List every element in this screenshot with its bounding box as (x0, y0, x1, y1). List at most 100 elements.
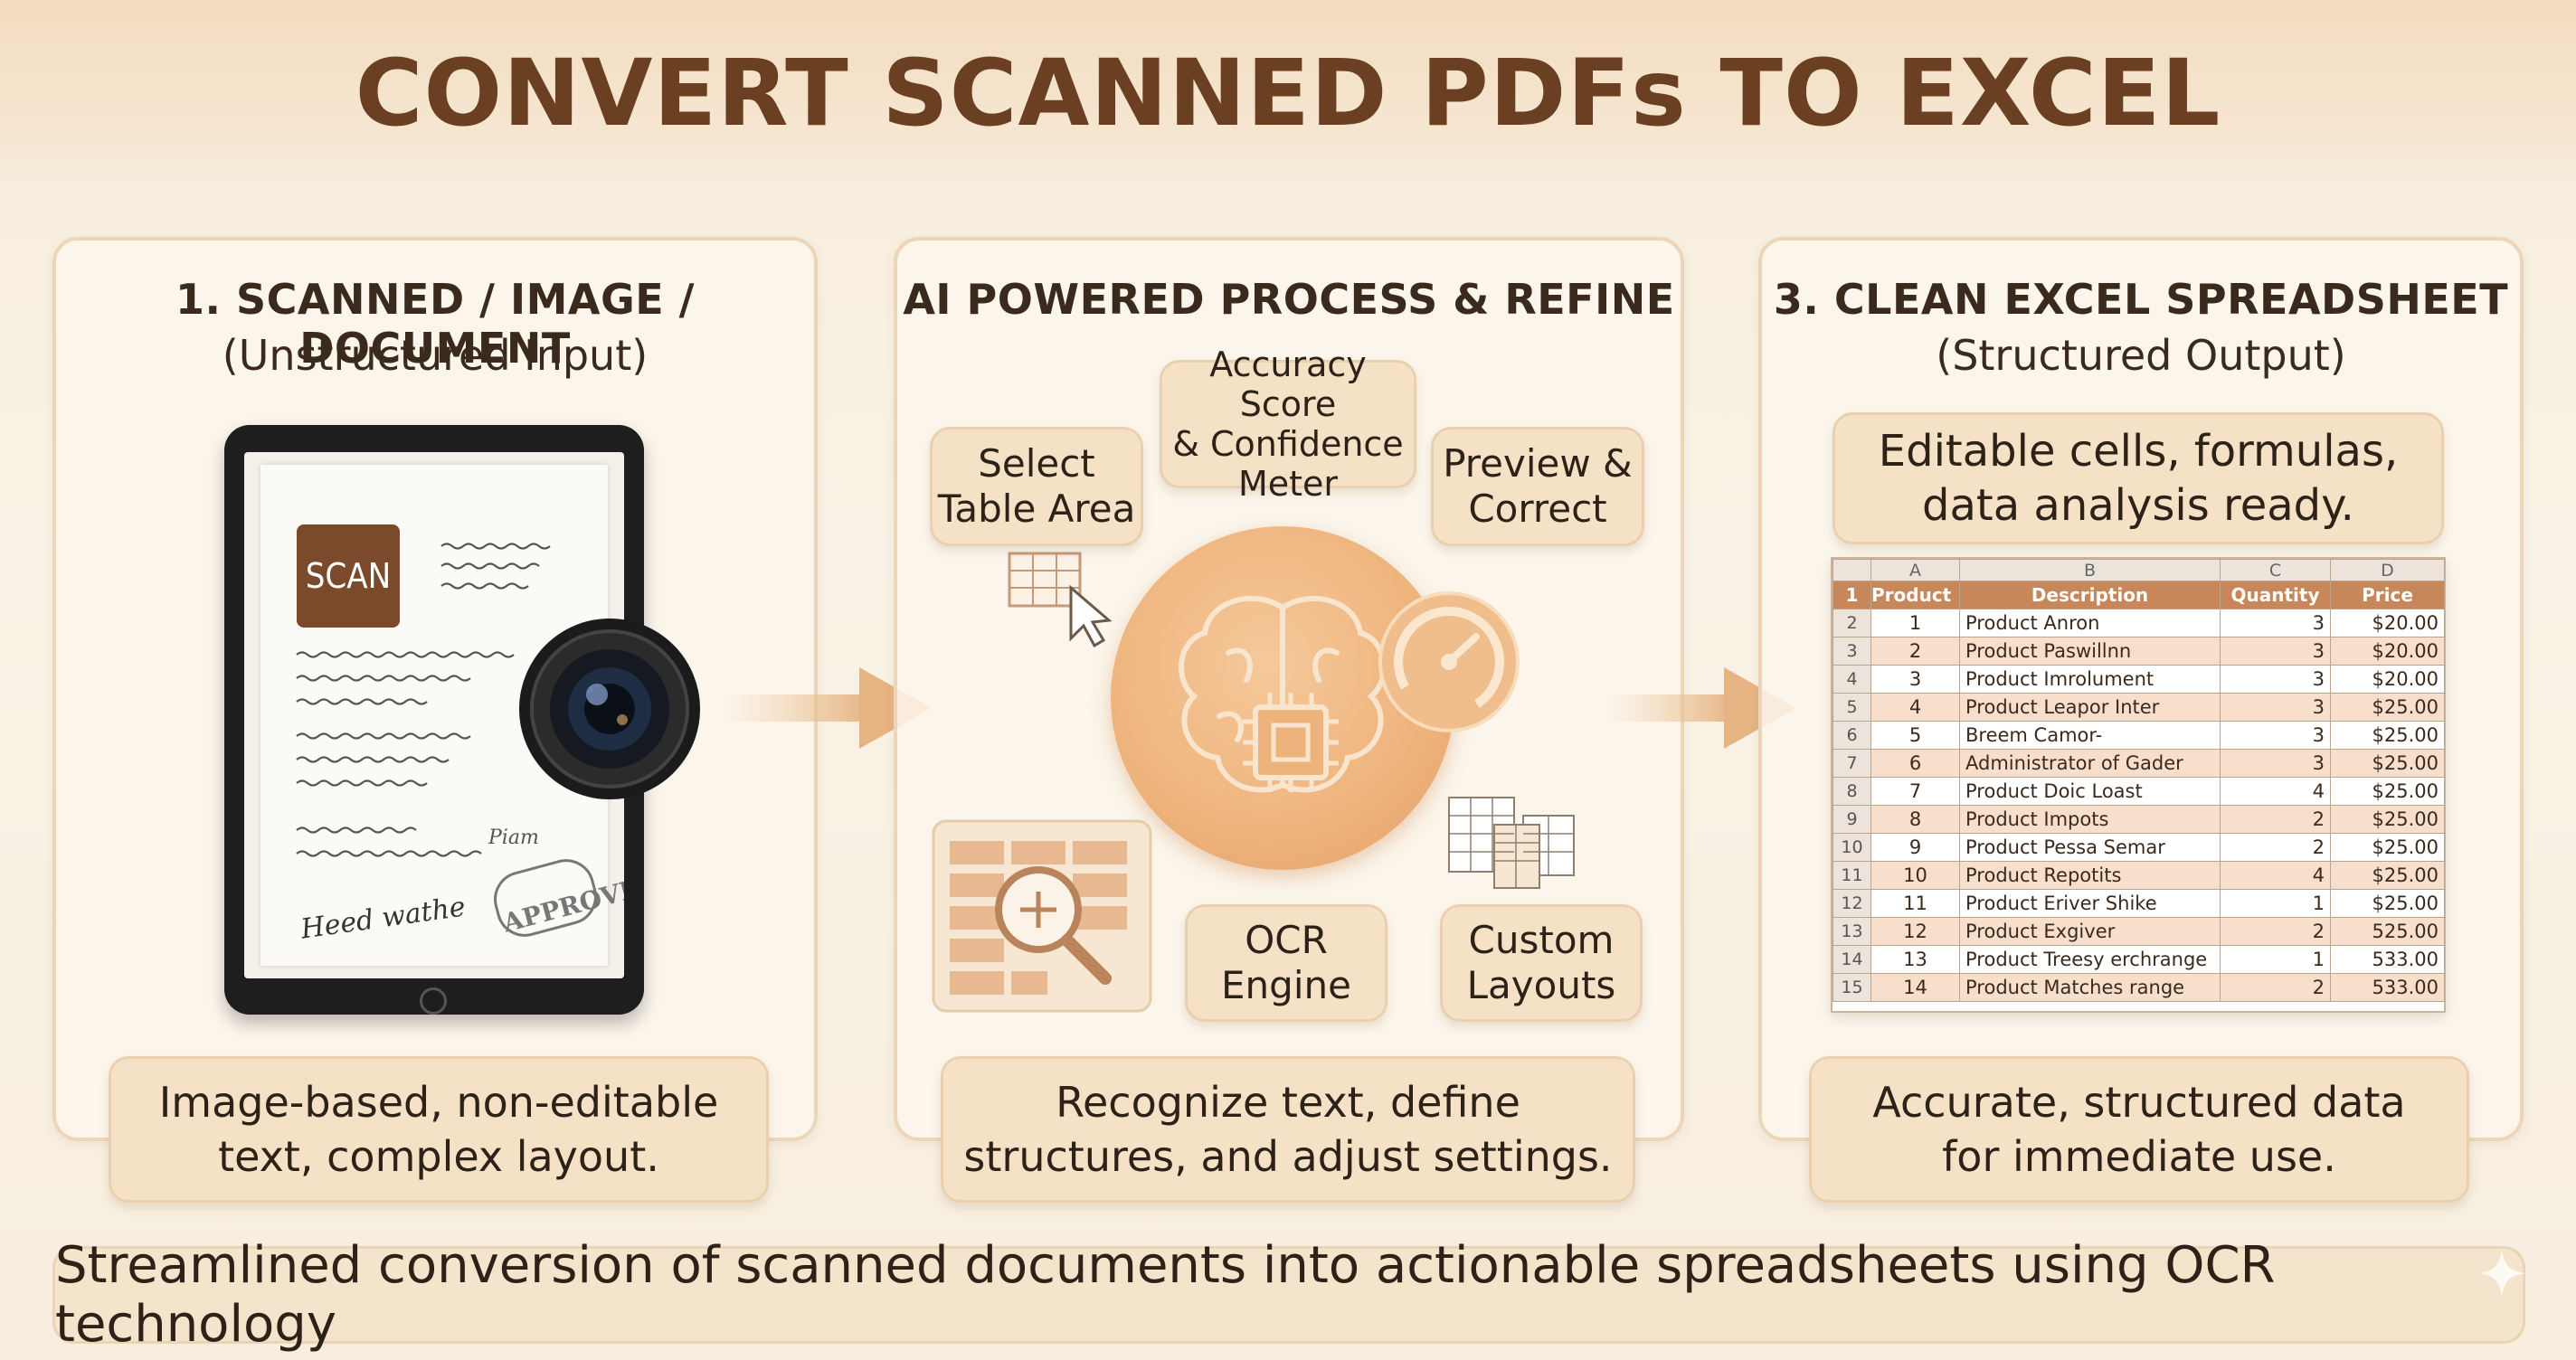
cell-product-id[interactable]: 8 (1870, 805, 1960, 834)
cell-description[interactable]: Product Exgiver (1959, 917, 2221, 946)
camera-lens-icon (519, 619, 700, 799)
cell-price[interactable]: $25.00 (2330, 721, 2445, 750)
cell-price[interactable]: $25.00 (2330, 861, 2445, 890)
cell-quantity[interactable]: 1 (2220, 945, 2331, 974)
cell-quantity[interactable]: 1 (2220, 889, 2331, 918)
column-header: Description (1959, 581, 2221, 609)
row-number: 8 (1833, 777, 1871, 806)
cell-product-id[interactable]: 7 (1870, 777, 1960, 806)
cell-quantity[interactable]: 2 (2220, 805, 2331, 834)
column-header: Product ID (1870, 581, 1960, 609)
cell-quantity[interactable]: 2 (2220, 973, 2331, 1002)
cell-description[interactable]: Breem Camor- (1959, 721, 2221, 750)
cell-description[interactable]: Administrator of Gader (1959, 749, 2221, 778)
footer-text: Streamlined conversion of scanned docume… (55, 1236, 2276, 1354)
column-letter: D (2330, 559, 2445, 581)
cell-description[interactable]: Product Treesy erchrange (1959, 945, 2221, 974)
row-number: 6 (1833, 721, 1871, 750)
cell-description[interactable]: Product Repotits (1959, 861, 2221, 890)
cell-product-id[interactable]: 1 (1870, 609, 1960, 638)
cell-quantity[interactable]: 3 (2220, 637, 2331, 666)
table-magnifier-icon (932, 819, 1152, 1013)
cell-description[interactable]: Product Anron (1959, 609, 2221, 638)
cell-quantity[interactable]: 3 (2220, 721, 2331, 750)
cell-price[interactable]: $20.00 (2330, 609, 2445, 638)
cell-price[interactable]: $20.00 (2330, 665, 2445, 694)
cell-price[interactable]: 533.00 (2330, 945, 2445, 974)
cell-quantity[interactable]: 3 (2220, 609, 2331, 638)
cell-product-id[interactable]: 11 (1870, 889, 1960, 918)
cell-description[interactable]: Product Pessa Semar (1959, 833, 2221, 862)
ocr-engine-bubble: OCR Engine (1185, 904, 1387, 1022)
cell-description[interactable]: Product Impots (1959, 805, 2221, 834)
cell-description[interactable]: Product Matches range (1959, 973, 2221, 1002)
column-letter: B (1959, 559, 2221, 581)
cell-product-id[interactable]: 5 (1870, 721, 1960, 750)
scan-label: SCAN (305, 556, 392, 596)
cell-quantity[interactable]: 2 (2220, 917, 2331, 946)
cell-product-id[interactable]: 9 (1870, 833, 1960, 862)
cell-description[interactable]: Product Eriver Shike (1959, 889, 2221, 918)
cell-description[interactable]: Product Leapor Inter (1959, 693, 2221, 722)
row-number: 9 (1833, 805, 1871, 834)
cell-product-id[interactable]: 3 (1870, 665, 1960, 694)
panel-process-title: AI POWERED PROCESS & REFINE (903, 275, 1675, 324)
row-number: 7 (1833, 749, 1871, 778)
sparkle-icon (2478, 1250, 2525, 1297)
cell-quantity[interactable]: 3 (2220, 693, 2331, 722)
cell-quantity[interactable]: 2 (2220, 833, 2331, 862)
title-band (0, 0, 2576, 194)
cell-description[interactable]: Product Paswillnn (1959, 637, 2221, 666)
row-number: 10 (1833, 833, 1871, 862)
row-number: 14 (1833, 945, 1871, 974)
squiggle-text-lines (296, 543, 597, 937)
cell-product-id[interactable]: 14 (1870, 973, 1960, 1002)
column-letter: A (1870, 559, 1960, 581)
cell-product-id[interactable]: 4 (1870, 693, 1960, 722)
column-letter-row: A B C D (1833, 559, 2445, 581)
cell-price[interactable]: 533.00 (2330, 973, 2445, 1002)
brain-chip-icon (1179, 595, 1387, 793)
cell-product-id[interactable]: 2 (1870, 637, 1960, 666)
cell-price[interactable]: $25.00 (2330, 889, 2445, 918)
cell-price[interactable]: $25.00 (2330, 777, 2445, 806)
column-header: Price (2330, 581, 2445, 609)
row-number: 4 (1833, 665, 1871, 694)
cell-quantity[interactable]: 4 (2220, 777, 2331, 806)
cell-price[interactable]: $20.00 (2330, 637, 2445, 666)
cell-price[interactable]: $25.00 (2330, 693, 2445, 722)
column-letter: C (2220, 559, 2331, 581)
cell-price[interactable]: $25.00 (2330, 749, 2445, 778)
cell-quantity[interactable]: 4 (2220, 861, 2331, 890)
cell-description[interactable]: Product Doic Loast (1959, 777, 2221, 806)
cell-product-id[interactable]: 13 (1870, 945, 1960, 974)
output-banner: Editable cells, formulas, data analysis … (1833, 412, 2444, 544)
cell-price[interactable]: $25.00 (2330, 805, 2445, 834)
cell-quantity[interactable]: 3 (2220, 749, 2331, 778)
column-header: Quantity (2220, 581, 2331, 609)
cell-product-id[interactable]: 10 (1870, 861, 1960, 890)
cell-product-id[interactable]: 6 (1870, 749, 1960, 778)
row-number: 13 (1833, 917, 1871, 946)
cell-price[interactable]: 525.00 (2330, 917, 2445, 946)
cell-quantity[interactable]: 3 (2220, 665, 2331, 694)
cell-description[interactable]: Product Imrolument (1959, 665, 2221, 694)
cell-product-id[interactable]: 12 (1870, 917, 1960, 946)
panel-output-title: 3. CLEAN EXCEL SPREADSHEET (1773, 275, 2509, 324)
margin-note: Piam (488, 826, 539, 849)
cell-price[interactable]: $25.00 (2330, 833, 2445, 862)
gauge-meter-icon (1378, 591, 1520, 732)
process-caption: Recognize text, define structures, and a… (941, 1056, 1635, 1203)
